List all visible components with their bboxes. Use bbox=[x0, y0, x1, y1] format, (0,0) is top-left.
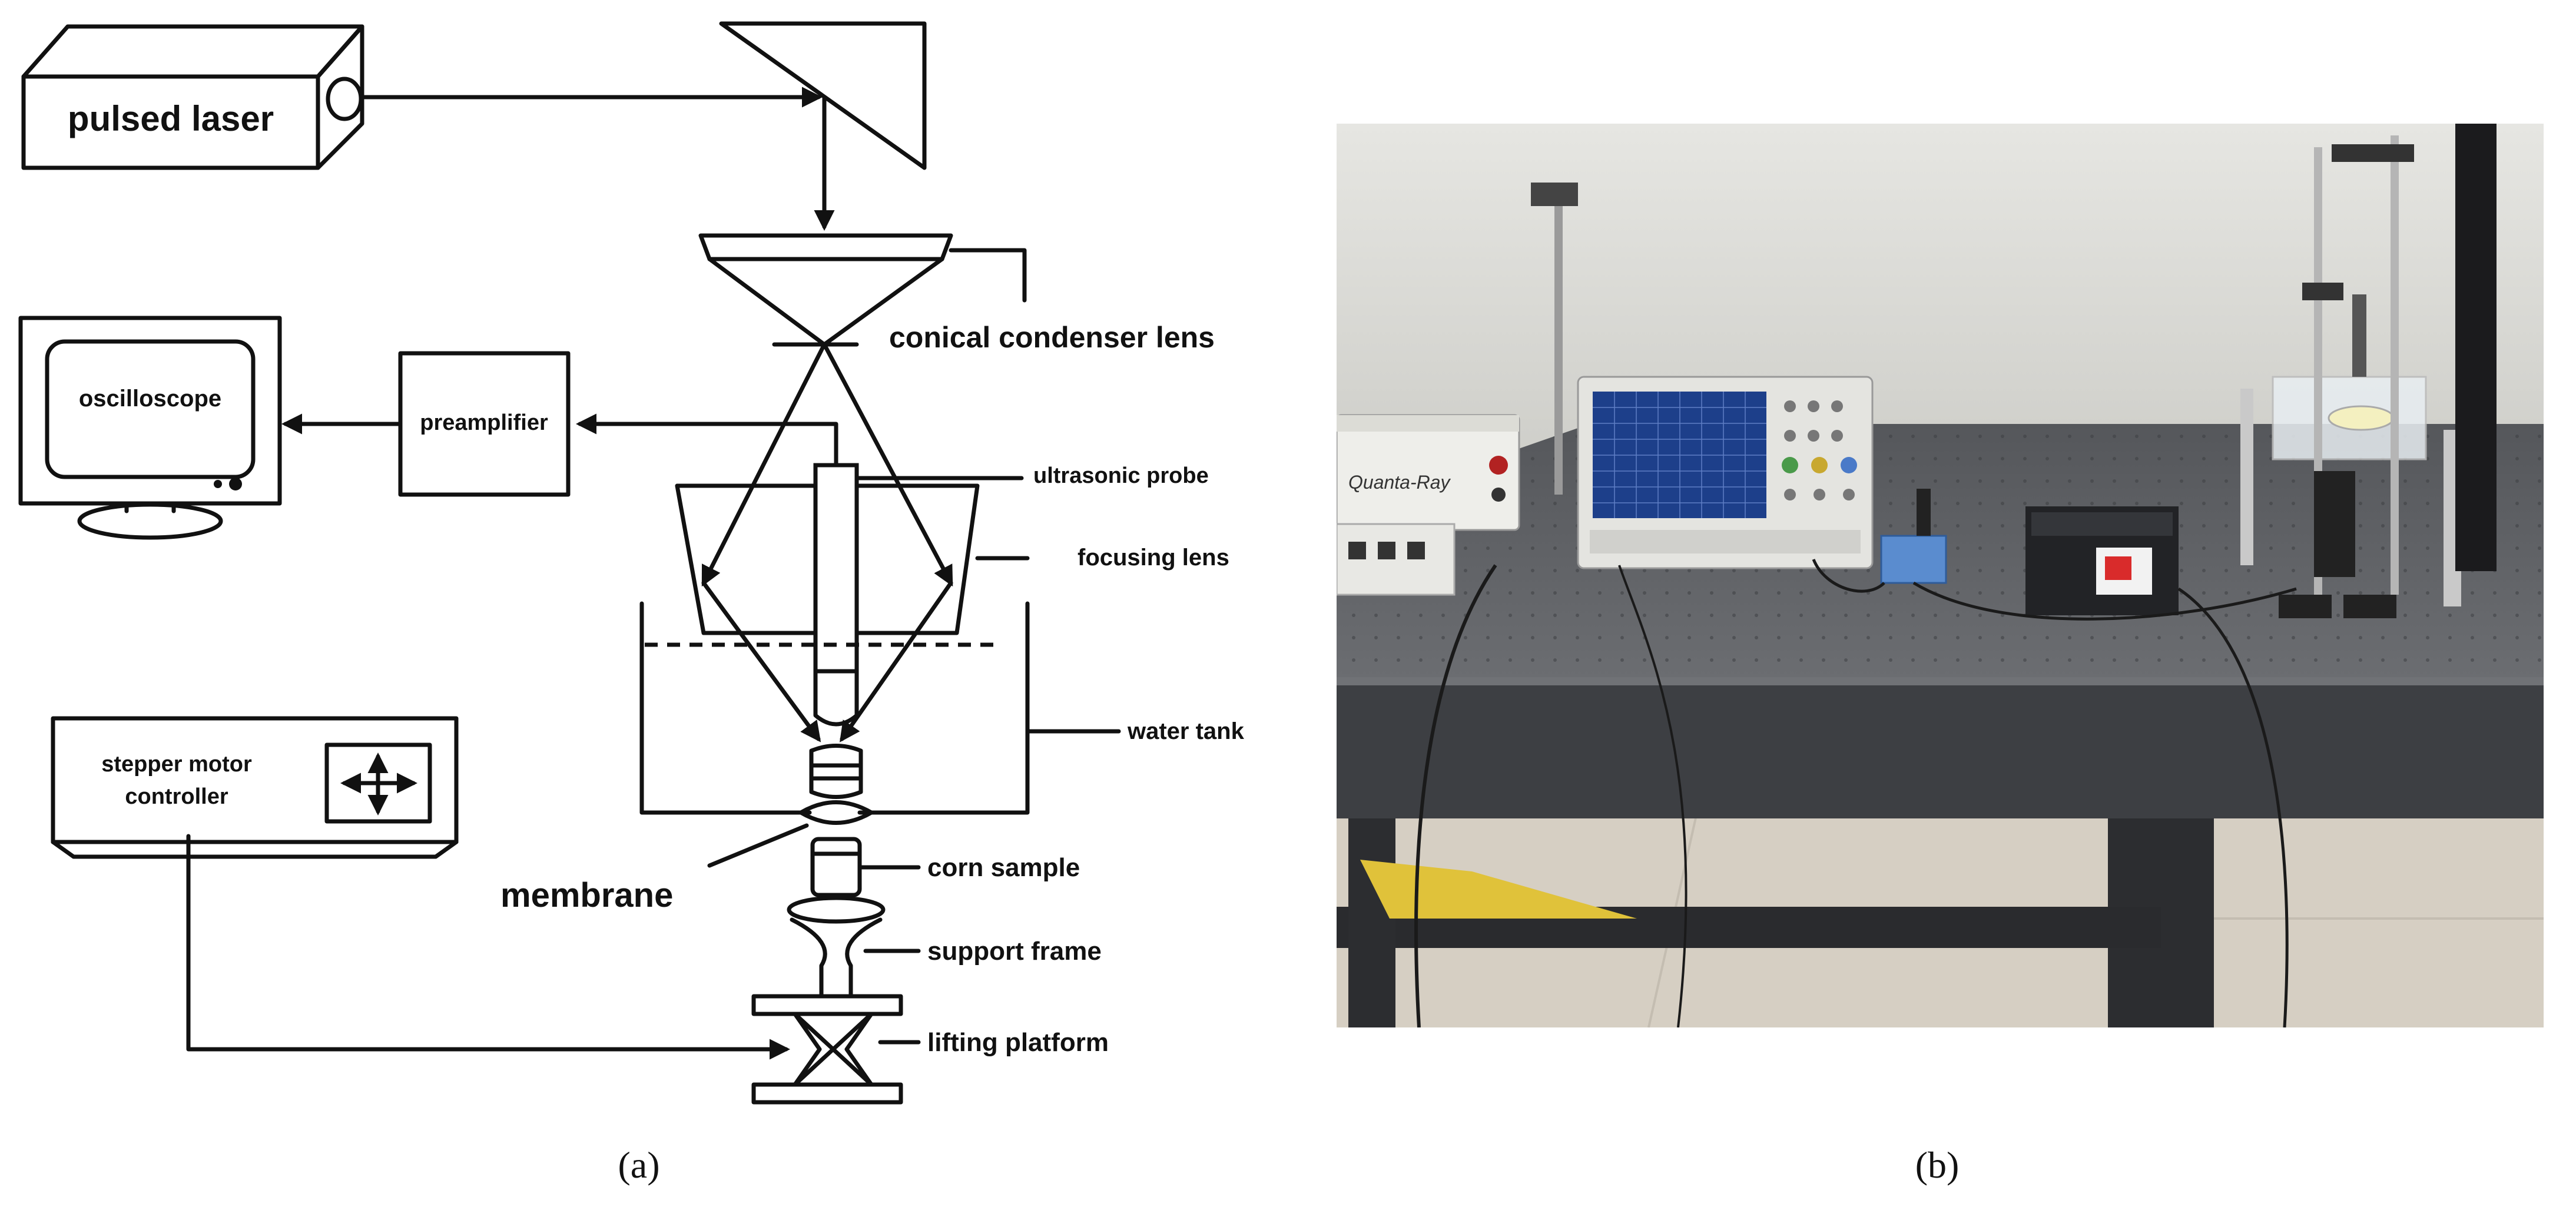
focused-beam-right bbox=[839, 581, 953, 742]
panel-b-photo: Quanta-Ray bbox=[1337, 124, 2544, 1186]
pulsed-laser-label: pulsed laser bbox=[68, 99, 274, 138]
membrane-shape bbox=[798, 800, 874, 825]
corn-sample-shape bbox=[810, 837, 862, 897]
yellow-object bbox=[1360, 860, 1637, 919]
focusing-lens-label: focusing lens bbox=[1078, 545, 1229, 571]
control-line bbox=[186, 834, 790, 1060]
oscilloscope-device bbox=[1577, 376, 1874, 569]
lifting-platform-label: lifting platform bbox=[927, 1028, 1109, 1057]
support-frame: support frame bbox=[787, 896, 1102, 997]
lifting-platform: lifting platform bbox=[751, 994, 1109, 1105]
water-tank-label: water tank bbox=[1127, 718, 1245, 744]
quanta-ray-laser-supply: Quanta-Ray bbox=[1337, 414, 1520, 596]
stepper-motor-controller-label-line1: stepper motor bbox=[101, 752, 252, 777]
corn-sample-label: corn sample bbox=[927, 853, 1080, 882]
beam-left bbox=[701, 342, 827, 587]
preamplifier: preamplifier bbox=[398, 351, 571, 497]
post-stand-left bbox=[1554, 188, 1563, 495]
tank-setup bbox=[2240, 124, 2497, 618]
panel-b-caption: (b) bbox=[1915, 1144, 1960, 1186]
beam-right bbox=[822, 342, 953, 587]
ultrasonic-probe-label: ultrasonic probe bbox=[1033, 463, 1209, 488]
focusing-lens: focusing lens bbox=[675, 483, 1229, 635]
focused-beam-left bbox=[701, 581, 821, 742]
reflecting-mirror bbox=[719, 21, 927, 170]
panel-a-schematic: pulsed laser conical condenser lens bbox=[18, 21, 1245, 1186]
stepper-motor-controller: stepper motor controller bbox=[51, 716, 459, 859]
support-frame-label: support frame bbox=[927, 937, 1102, 966]
oscilloscope-label: oscilloscope bbox=[79, 386, 221, 412]
conical-condenser-lens-label: conical condenser lens bbox=[889, 321, 1215, 354]
stepper-motor-controller-label-line2: controller bbox=[125, 784, 228, 809]
pulsed-laser: pulsed laser bbox=[21, 24, 364, 170]
water-tank: water tank bbox=[639, 601, 1245, 815]
ultrasonic-probe: ultrasonic probe bbox=[813, 463, 1209, 727]
membrane-label: membrane bbox=[500, 876, 673, 914]
quanta-ray-text: Quanta-Ray bbox=[1348, 472, 1451, 493]
corn-sample-stack: membrane corn sample bbox=[500, 744, 1080, 914]
signal-to-preamplifier bbox=[576, 413, 838, 473]
optical-table-front bbox=[1337, 677, 2544, 818]
panel-a-caption: (a) bbox=[618, 1144, 659, 1186]
oscilloscope: oscilloscope bbox=[18, 316, 282, 540]
preamplifier-device bbox=[1880, 535, 1947, 584]
preamplifier-label: preamplifier bbox=[420, 410, 548, 435]
stepper-controller-device bbox=[2025, 506, 2179, 615]
conical-condenser-lens: conical condenser lens bbox=[698, 233, 1215, 354]
